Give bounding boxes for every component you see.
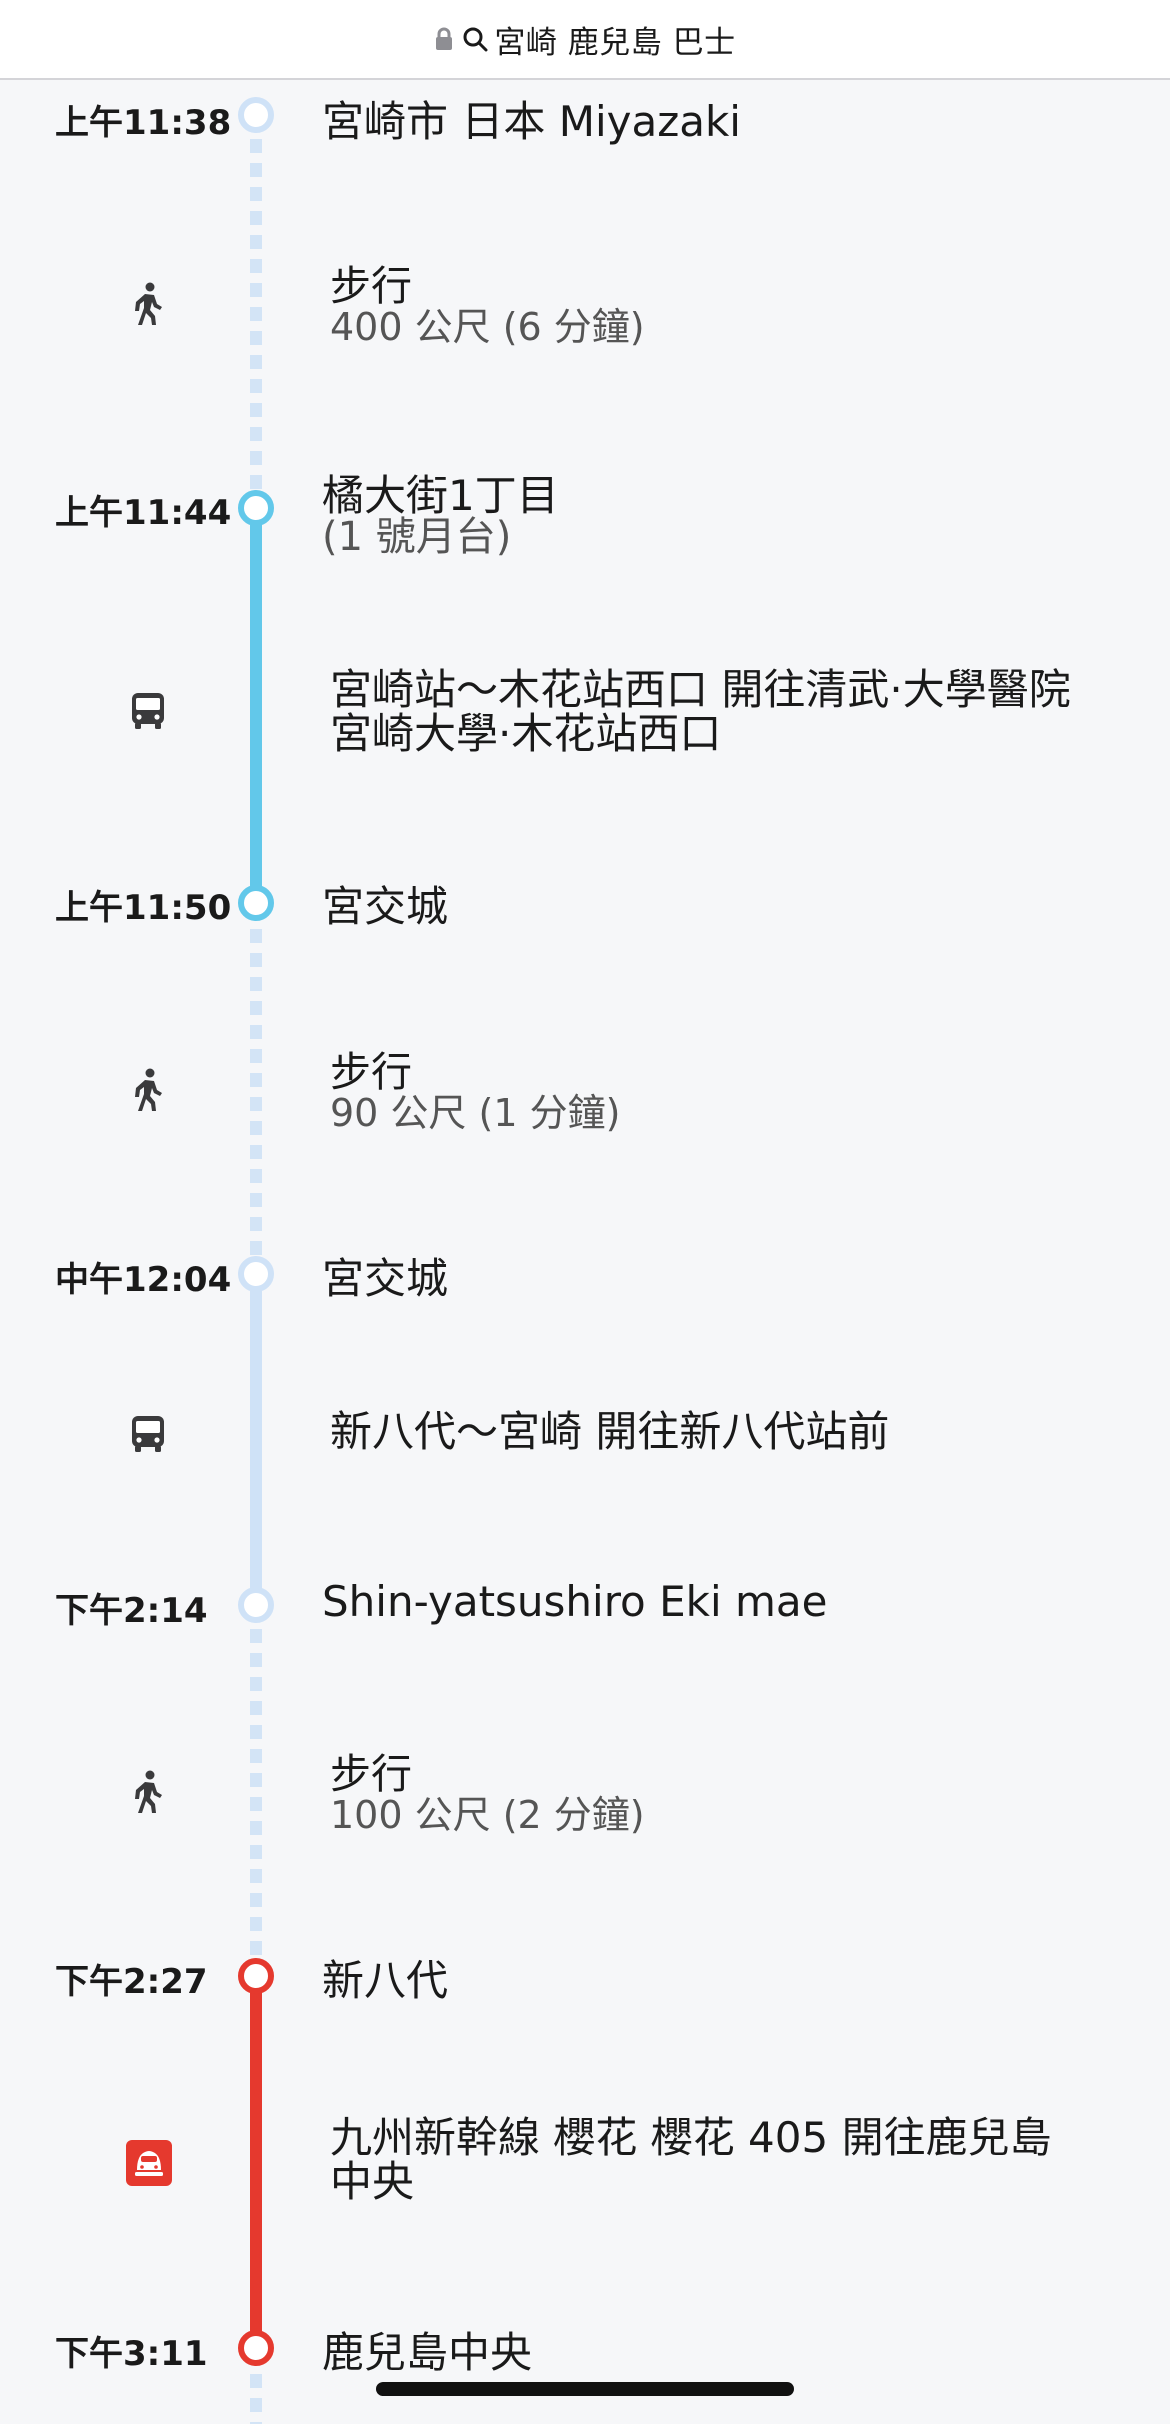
url-text: 宮崎 鹿兒島 巴士	[494, 24, 736, 61]
stop-place[interactable]: Shin-yatsushiro Eki mae	[322, 1577, 828, 1626]
stop-time: 下午3:11	[55, 2334, 208, 2374]
walking-icon	[135, 282, 162, 325]
stop-node	[238, 2330, 274, 2366]
stop-time: 中午12:04	[55, 1260, 232, 1300]
stop-place[interactable]: 橘大街1丁目	[322, 471, 559, 520]
route-line-2: 宮崎大學·木花站西口	[330, 709, 722, 758]
stop-place[interactable]: 新八代	[322, 1956, 449, 2005]
route-line-1: 宮崎站～木花站西口 開往清武·大學醫院	[330, 665, 1071, 714]
stop-time: 下午2:27	[55, 1962, 208, 2002]
stop-node	[238, 1958, 274, 1994]
walk-segment-1	[250, 115, 262, 505]
walk-detail: 400 公尺 (6 分鐘)	[330, 305, 645, 349]
walk-title: 步行	[330, 1750, 412, 1798]
route-line-1: 新八代～宮崎 開往新八代站前	[330, 1407, 890, 1456]
transit-timeline: 上午11:38 宮崎市 日本 Miyazaki 步行 400 公尺 (6 分鐘)…	[0, 80, 1170, 2424]
stop-place[interactable]: 鹿兒島中央	[322, 2328, 533, 2377]
route-line-2: 中央	[330, 2157, 415, 2206]
stop-time: 上午11:38	[55, 103, 232, 143]
train-route[interactable]: 九州新幹線 櫻花 櫻花 405 開往鹿兒島 中央	[330, 2116, 1130, 2204]
lock-icon	[436, 27, 453, 50]
route-line-1: 九州新幹線 櫻花 櫻花 405 開往鹿兒島	[330, 2113, 1052, 2162]
stop-node	[238, 885, 274, 921]
bus-segment-1	[250, 510, 262, 900]
stop-platform: (1 號月台)	[322, 514, 512, 560]
stop-time: 下午2:14	[55, 1591, 208, 1631]
stop-place[interactable]: 宮崎市 日本 Miyazaki	[322, 97, 741, 146]
stop-time: 上午11:50	[55, 888, 232, 928]
search-icon	[463, 27, 488, 52]
stop-node	[238, 97, 274, 133]
walk-segment-2	[250, 905, 262, 1270]
walk-segment-3	[250, 1605, 262, 1970]
stop-time: 上午11:44	[55, 493, 232, 533]
walk-title: 步行	[330, 262, 412, 310]
stop-node	[238, 1256, 274, 1292]
walk-segment-4	[250, 2350, 262, 2424]
bus-route[interactable]: 宮崎站～木花站西口 開往清武·大學醫院 宮崎大學·木花站西口	[330, 668, 1130, 756]
bus-segment-2	[250, 1275, 262, 1600]
train-segment	[250, 1975, 262, 2345]
walking-icon	[135, 1770, 162, 1813]
walk-title: 步行	[330, 1048, 412, 1096]
bus-icon	[132, 693, 164, 729]
bus-route[interactable]: 新八代～宮崎 開往新八代站前	[330, 1410, 1130, 1454]
stop-place[interactable]: 宮交城	[322, 1254, 449, 1303]
shinkansen-icon	[126, 2140, 172, 2186]
walking-icon	[135, 1068, 162, 1111]
stop-node	[238, 1587, 274, 1623]
bus-icon	[132, 1416, 164, 1452]
stop-place[interactable]: 宮交城	[322, 882, 449, 931]
walk-detail: 90 公尺 (1 分鐘)	[330, 1091, 621, 1135]
home-indicator[interactable]	[376, 2382, 794, 2396]
stop-node	[238, 490, 274, 526]
address-bar[interactable]: 宮崎 鹿兒島 巴士	[0, 0, 1170, 80]
walk-detail: 100 公尺 (2 分鐘)	[330, 1793, 645, 1837]
